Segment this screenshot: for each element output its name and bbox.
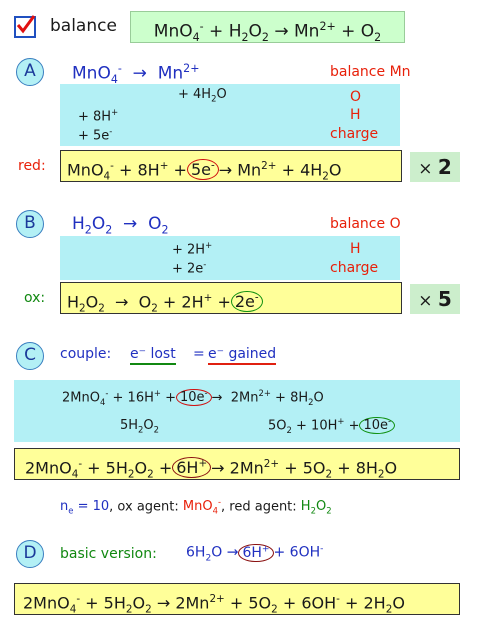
basic-step: 6H2O →6H++ 6OH- xyxy=(186,543,324,564)
note-h-b: H xyxy=(350,241,361,257)
balance-label: balance xyxy=(50,16,117,36)
basic-version-label: basic version: xyxy=(60,546,157,562)
section-b-label: B xyxy=(16,210,44,238)
combined-reduction: 2MnO4- + 16H+ +10e-→ 2Mn2+ + 8H2O xyxy=(62,388,324,407)
equals-sign: = xyxy=(193,346,205,362)
combined-oxidation: 5O2 + 10H+ +10e- xyxy=(268,416,396,435)
step-h2o: + 4H2O xyxy=(178,87,227,104)
couple-label: couple: xyxy=(60,346,112,362)
summary-line: ne = 10, ox agent: MnO4-, red agent: H2O… xyxy=(60,497,332,516)
e-lost: e⁻ lost xyxy=(130,346,176,365)
reduction-equation: MnO4- + 8H+ +5e-→ Mn2+ + 4H2O xyxy=(60,150,402,183)
basic-equation: 2MnO4- + 5H2O2 → 2Mn2+ + 5O2 + 6OH- + 2H… xyxy=(14,583,460,616)
note-balance-mn: balance Mn xyxy=(330,64,411,80)
multiplier-b: × 5 xyxy=(410,284,460,314)
overall-equation: MnO4- + H2O2 → Mn2+ + O2 xyxy=(130,11,405,44)
note-charge-b: charge xyxy=(330,260,379,276)
combined-equation: 2MnO4- + 5H2O2 +6H+→ 2Mn2+ + 5O2 + 8H2O xyxy=(14,448,460,481)
step-2h: + 2H+ xyxy=(172,240,213,258)
step-e: + 5e- xyxy=(78,126,113,144)
section-d-label: D xyxy=(16,540,44,568)
note-h: H xyxy=(350,107,361,123)
multiplier-a: × 2 xyxy=(410,152,460,182)
checkbox-icon xyxy=(14,15,36,38)
combined-h2o2: 5H2O2 xyxy=(120,418,160,435)
half-eq-a: MnO4- → Mn2+ xyxy=(72,62,200,87)
e-gained: e⁻ gained xyxy=(208,346,277,365)
ox-label: ox: xyxy=(24,290,46,306)
note-balance-o: balance O xyxy=(330,216,401,232)
steps-panel-a xyxy=(60,84,400,146)
step-h: + 8H+ xyxy=(78,107,119,125)
step-2e: + 2e- xyxy=(172,259,207,277)
note-o: O xyxy=(350,89,362,105)
oxidation-equation: H2O2 → O2 + 2H+ +2e- xyxy=(60,282,402,315)
section-a-label: A xyxy=(16,58,44,86)
steps-panel-b xyxy=(60,236,400,280)
combined-panel xyxy=(14,380,460,442)
section-c-label: C xyxy=(16,342,44,370)
red-label: red: xyxy=(18,158,46,174)
note-charge: charge xyxy=(330,126,379,142)
half-eq-b: H2O2 → O2 xyxy=(72,214,169,237)
